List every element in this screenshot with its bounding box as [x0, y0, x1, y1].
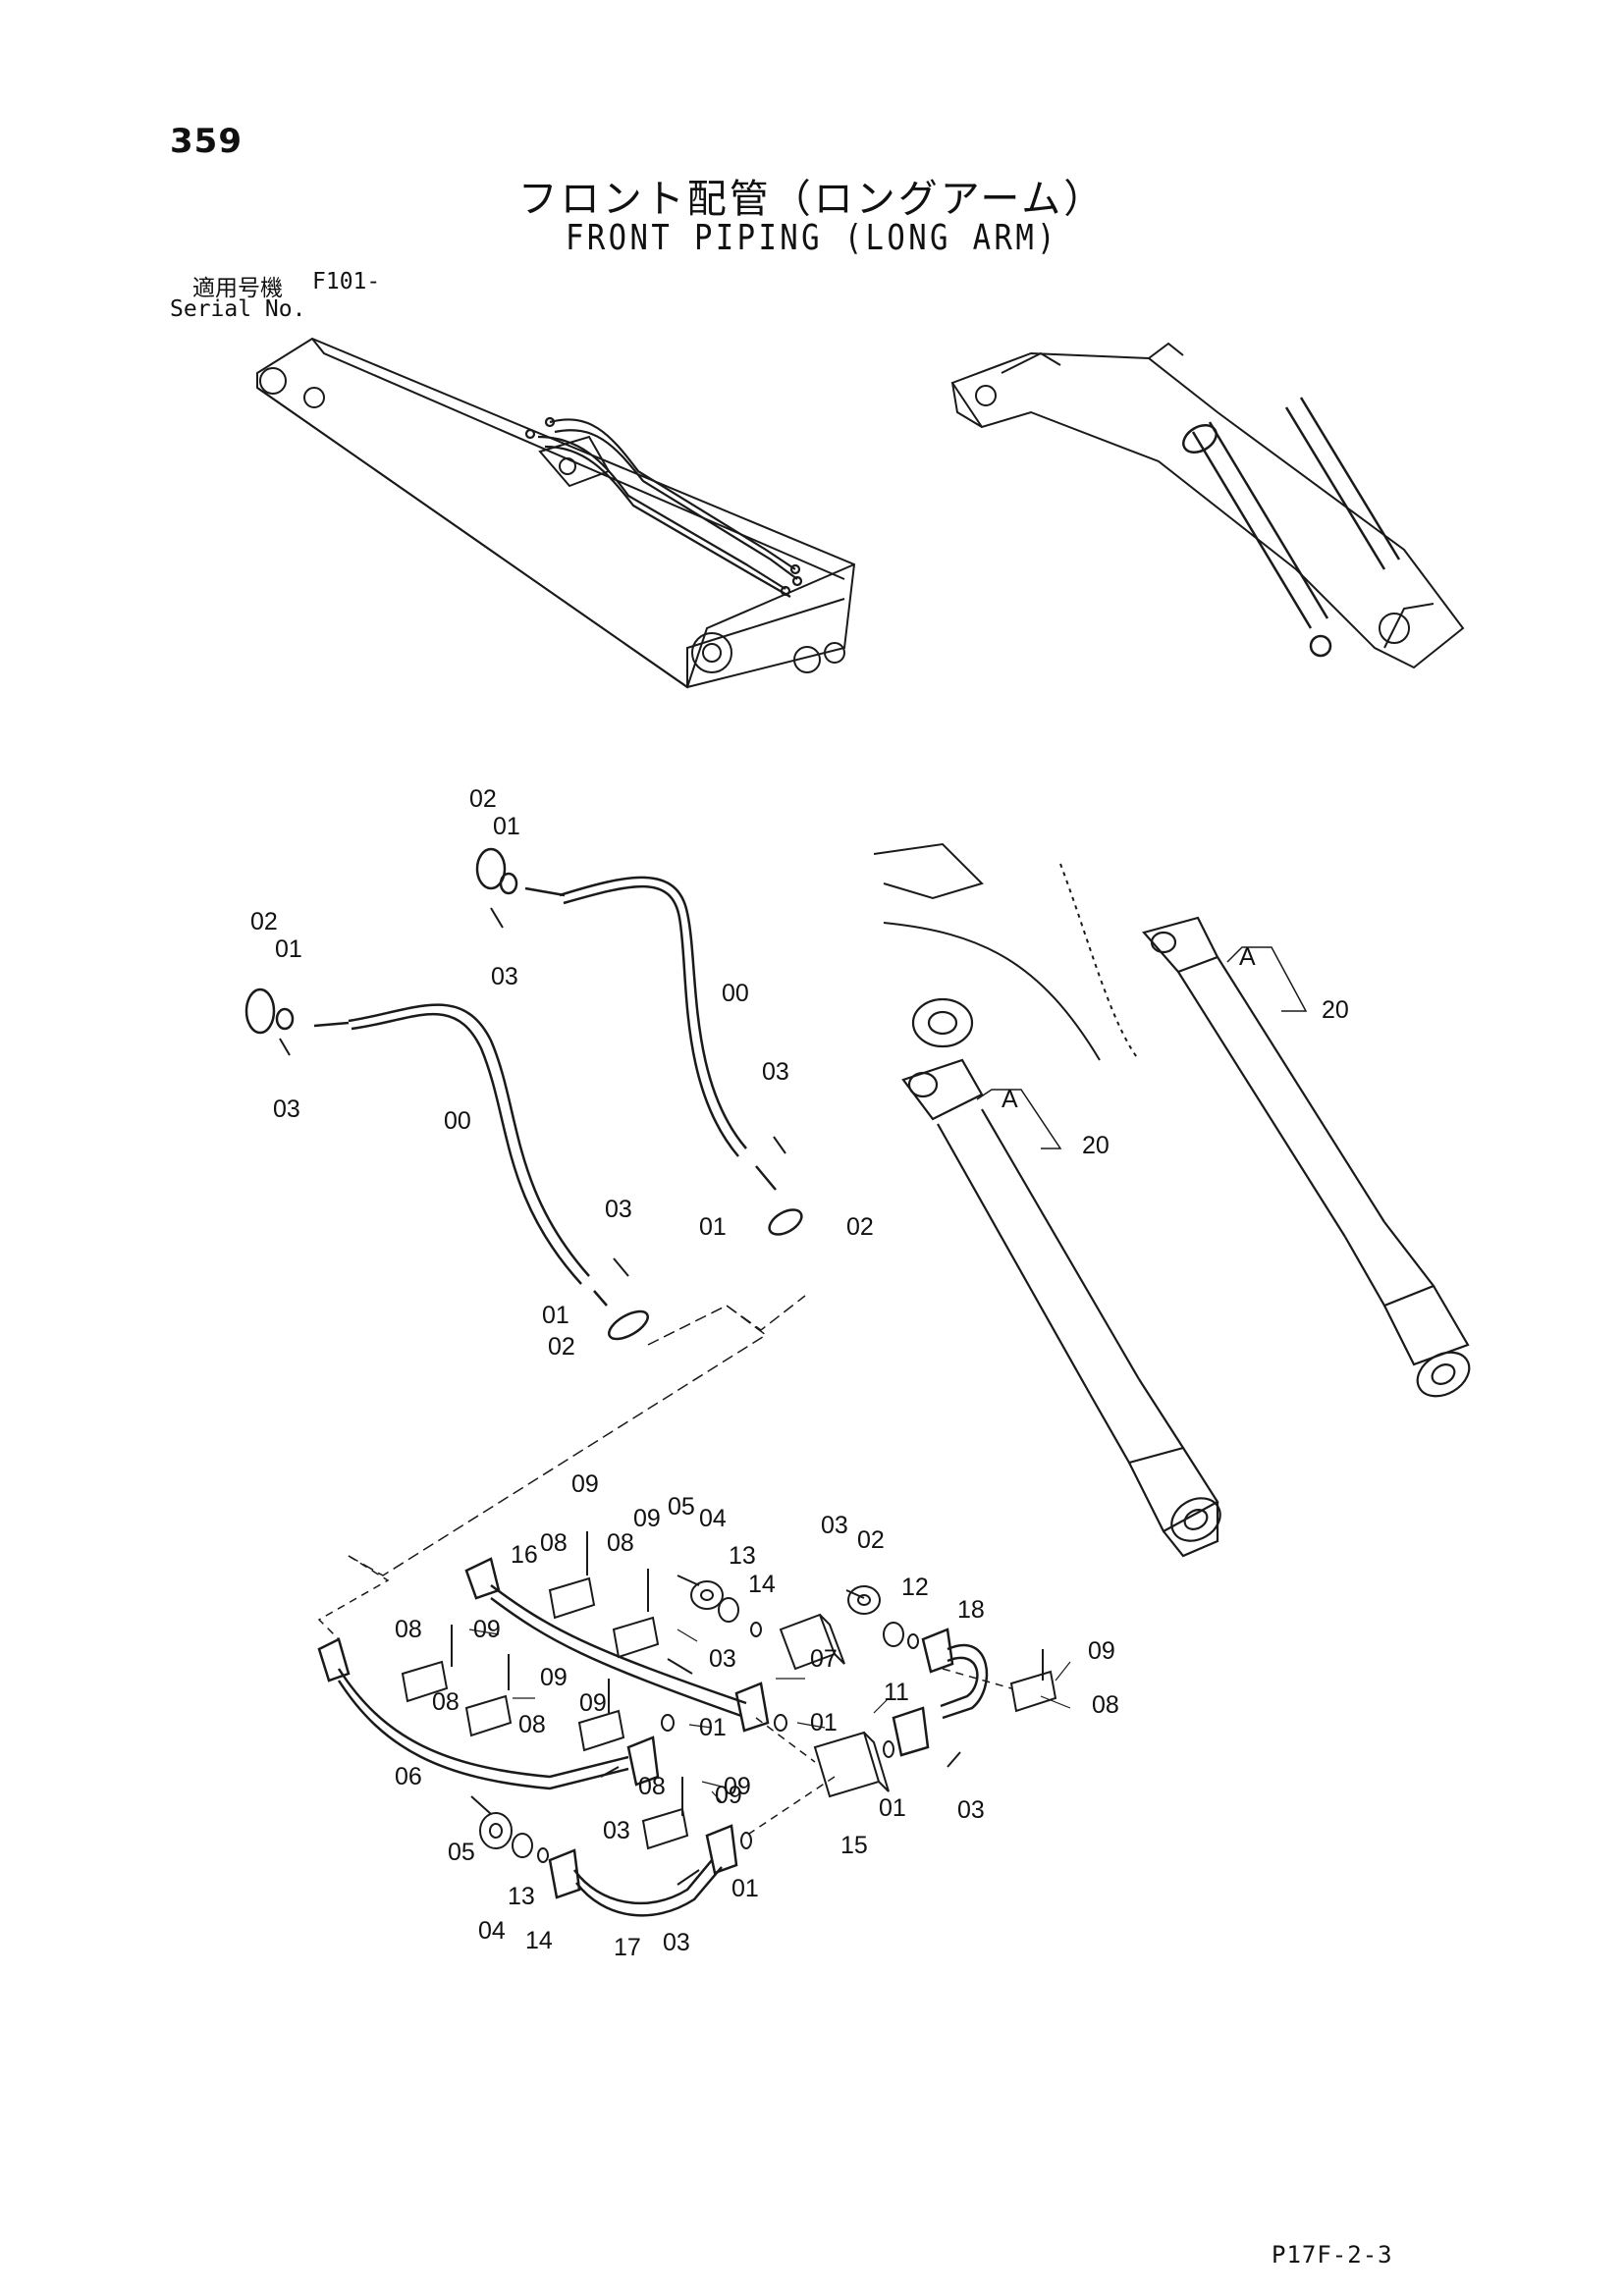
callout-label: 01 [810, 1709, 838, 1736]
arm-cylinder-left [901, 997, 1221, 1558]
callout-label: 03 [273, 1095, 300, 1123]
callout-label: 09 [540, 1664, 568, 1691]
callout-label: 07 [810, 1645, 838, 1673]
page-title: FRONT PIPING (LONG ARM) [566, 218, 1058, 258]
serial-label: Serial No. [170, 296, 306, 322]
callout-label: 05 [668, 1493, 695, 1521]
callout-label: 02 [548, 1333, 575, 1361]
callout-label: 09 [1088, 1637, 1115, 1665]
callout-label: 09 [473, 1616, 501, 1643]
callout-label: 05 [448, 1839, 475, 1866]
callout-label: 12 [901, 1574, 929, 1601]
hose-bolts [279, 907, 786, 1277]
pipe-16 [464, 1557, 770, 1733]
callout-label: 08 [540, 1529, 568, 1557]
pipe-18 [892, 1628, 989, 1757]
flanges-and-orings [479, 1580, 919, 1863]
hose-upper [475, 847, 803, 1236]
callout-label: 04 [478, 1917, 506, 1945]
callout-label: 06 [395, 1763, 422, 1790]
callout-label: A [1001, 1086, 1018, 1113]
page-title-japanese: フロント配管（ロングアーム） [517, 177, 1107, 222]
callout-label: 03 [663, 1929, 690, 1956]
boom-outline [873, 842, 1140, 1061]
hose-left [244, 988, 649, 1341]
arm-overview-illustration [256, 337, 856, 689]
leader-lines [468, 1629, 1071, 1803]
callout-label: 09 [724, 1773, 751, 1800]
callout-label: 13 [508, 1883, 535, 1910]
callout-label: 03 [603, 1817, 630, 1844]
callout-labels: 02 01 03 00 03 01 02 02 01 03 00 03 01 0… [250, 785, 1349, 1961]
callout-label: 09 [571, 1470, 599, 1498]
callout-label: 03 [762, 1058, 789, 1086]
bolts [451, 1531, 1044, 1886]
hose-connection-lines [348, 1295, 806, 1576]
callout-label: 01 [879, 1794, 906, 1822]
callout-label: 00 [444, 1107, 471, 1135]
serial-label-japanese: 適用号機 [192, 276, 283, 301]
callout-label: 00 [722, 980, 749, 1007]
callout-label: 14 [525, 1927, 553, 1954]
callout-label: 02 [469, 785, 497, 813]
cylinder-leader-lines [976, 946, 1308, 1149]
callout-label: 20 [1082, 1132, 1110, 1159]
callout-label: 02 [846, 1213, 874, 1241]
callout-label: 01 [699, 1714, 727, 1741]
callout-label: 09 [579, 1689, 607, 1717]
callout-label: 09 [715, 1782, 742, 1809]
arm-cylinder-right [1142, 916, 1471, 1398]
pipe-06 [317, 1637, 660, 1790]
callout-label: 08 [638, 1773, 666, 1800]
callout-label: 08 [1092, 1691, 1119, 1719]
callout-label: 01 [275, 935, 302, 963]
callout-label: 03 [709, 1645, 736, 1673]
callout-label: 01 [493, 813, 520, 840]
callout-label: 17 [614, 1934, 641, 1961]
callout-label: 02 [250, 908, 278, 935]
callout-label: 08 [607, 1529, 634, 1557]
callout-label: 01 [542, 1302, 569, 1329]
cylinder-overview-rods [1182, 397, 1401, 658]
callout-label: 15 [840, 1832, 868, 1859]
blocks [779, 1613, 890, 1798]
callout-label: 01 [731, 1875, 759, 1902]
callout-label: 03 [605, 1196, 632, 1223]
serial-code: F101- [312, 269, 381, 294]
callout-label: 01 [699, 1213, 727, 1241]
callout-label: 14 [748, 1571, 776, 1598]
callout-label: 03 [821, 1512, 848, 1539]
callout-label: 08 [518, 1711, 546, 1738]
callout-label: 09 [633, 1505, 661, 1532]
callout-label: 03 [491, 963, 518, 990]
arm-piping-lines [524, 416, 803, 598]
callout-label: A [1239, 943, 1256, 971]
callout-label: 08 [395, 1616, 422, 1643]
pipe-connection-dashed-lines [317, 1555, 1012, 1837]
callout-label: 11 [884, 1679, 909, 1706]
callout-label: 16 [511, 1541, 538, 1569]
callout-label: 02 [857, 1526, 885, 1554]
callout-label: 13 [729, 1542, 756, 1570]
figure-code: P17F-2-3 [1272, 2241, 1393, 2269]
cylinder-overview-illustration [950, 342, 1465, 669]
callout-label: 20 [1322, 996, 1349, 1024]
clamps [401, 1576, 1057, 1850]
callout-label: 18 [957, 1596, 985, 1624]
pipe-17 [548, 1824, 738, 1917]
page-number: 359 [170, 122, 243, 161]
callout-label: 04 [699, 1505, 727, 1532]
callout-label: 03 [957, 1796, 985, 1824]
callout-label: 08 [432, 1688, 460, 1716]
